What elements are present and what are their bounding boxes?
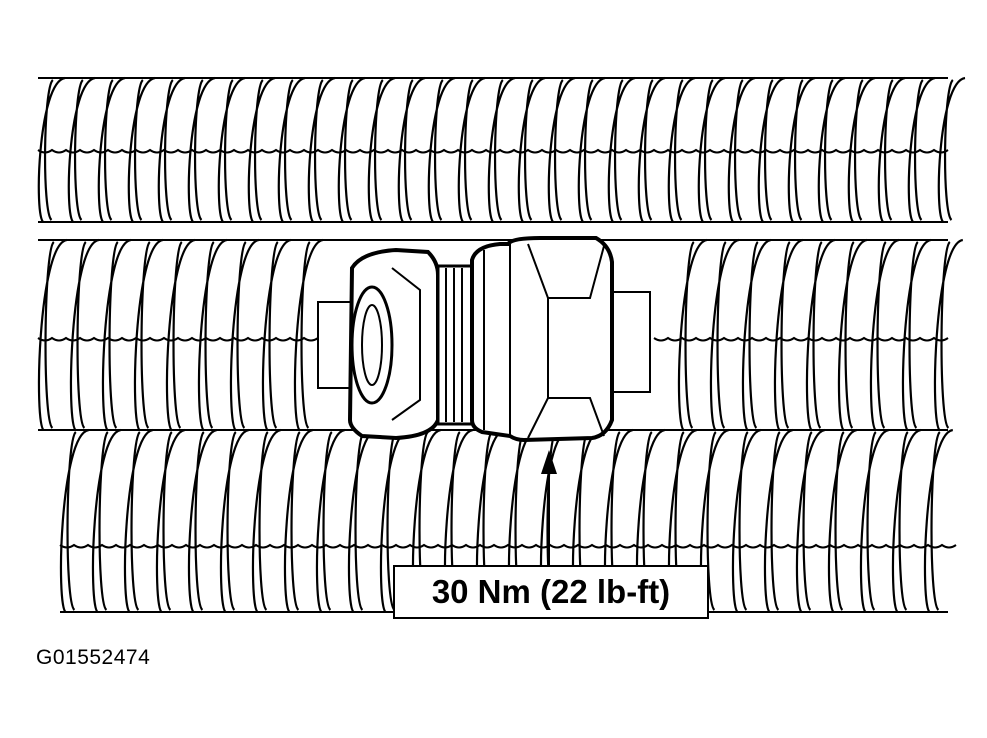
figure-id: G01552474 [36,646,151,669]
fitting-nut-left [347,247,440,441]
threaded-coupling [436,264,474,426]
arrow-up-icon [541,450,557,565]
fitting-nut-right [470,236,614,443]
upper-hose [37,76,966,224]
torque-label: 30 Nm (22 lb-ft) [431,573,671,610]
middle-hose [37,238,964,432]
torque-callout: 30 Nm (22 lb-ft) [393,565,709,619]
